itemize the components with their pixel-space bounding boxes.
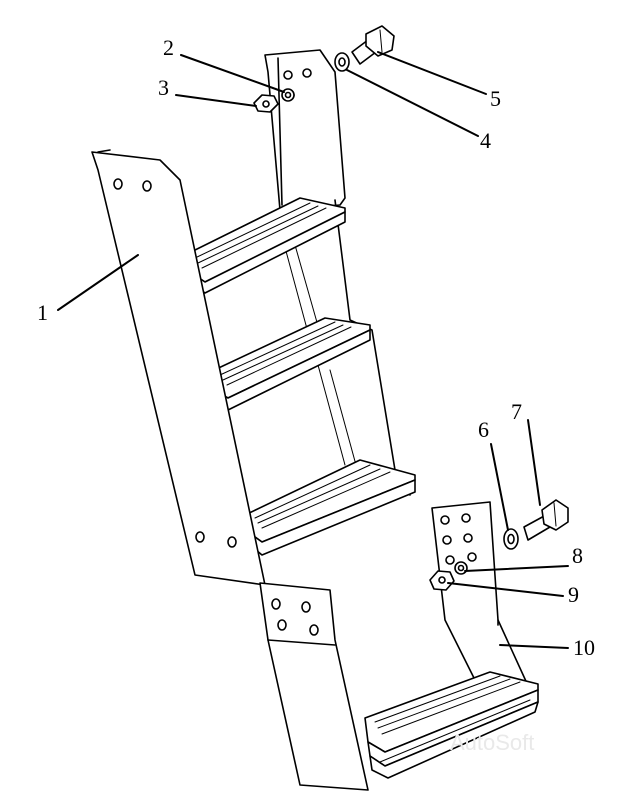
leader-9 <box>447 582 564 597</box>
ladder-step-lower <box>244 459 416 556</box>
callout-8: 8 <box>572 543 583 568</box>
lower-bolt <box>523 499 569 541</box>
upper-mounting-bracket <box>264 49 346 211</box>
leader-5 <box>377 51 487 95</box>
callout-10: 10 <box>573 635 595 660</box>
leader-8 <box>464 565 569 572</box>
upper-bolt <box>351 25 395 65</box>
lower-lock-washer <box>454 561 468 575</box>
callout-7: 7 <box>511 399 522 424</box>
leader-10 <box>499 644 569 649</box>
leader-4 <box>346 69 479 137</box>
leader-1 <box>57 254 139 311</box>
callout-9: 9 <box>568 582 579 607</box>
ladder-step-bottom <box>364 671 539 779</box>
upper-lock-washer <box>281 88 295 102</box>
lower-nut <box>429 570 455 591</box>
callout-5: 5 <box>490 86 501 111</box>
lower-extension-rail <box>259 582 369 791</box>
leader-7 <box>527 419 541 506</box>
callout-1: 1 <box>37 300 48 325</box>
ladder-step-middle <box>209 317 371 411</box>
leader-lines <box>57 51 569 649</box>
callout-6: 6 <box>478 417 489 442</box>
callout-2: 2 <box>163 35 174 60</box>
upper-nut <box>253 94 279 113</box>
watermark: AutoSoft <box>450 730 535 755</box>
leader-6 <box>490 443 509 531</box>
leader-3 <box>175 94 257 107</box>
ladder-step-top <box>184 197 346 294</box>
leader-2 <box>180 54 285 93</box>
callout-3: 3 <box>158 75 169 100</box>
lower-flat-washer <box>503 528 519 550</box>
callout-4: 4 <box>480 128 491 153</box>
upper-flat-washer <box>334 52 350 72</box>
